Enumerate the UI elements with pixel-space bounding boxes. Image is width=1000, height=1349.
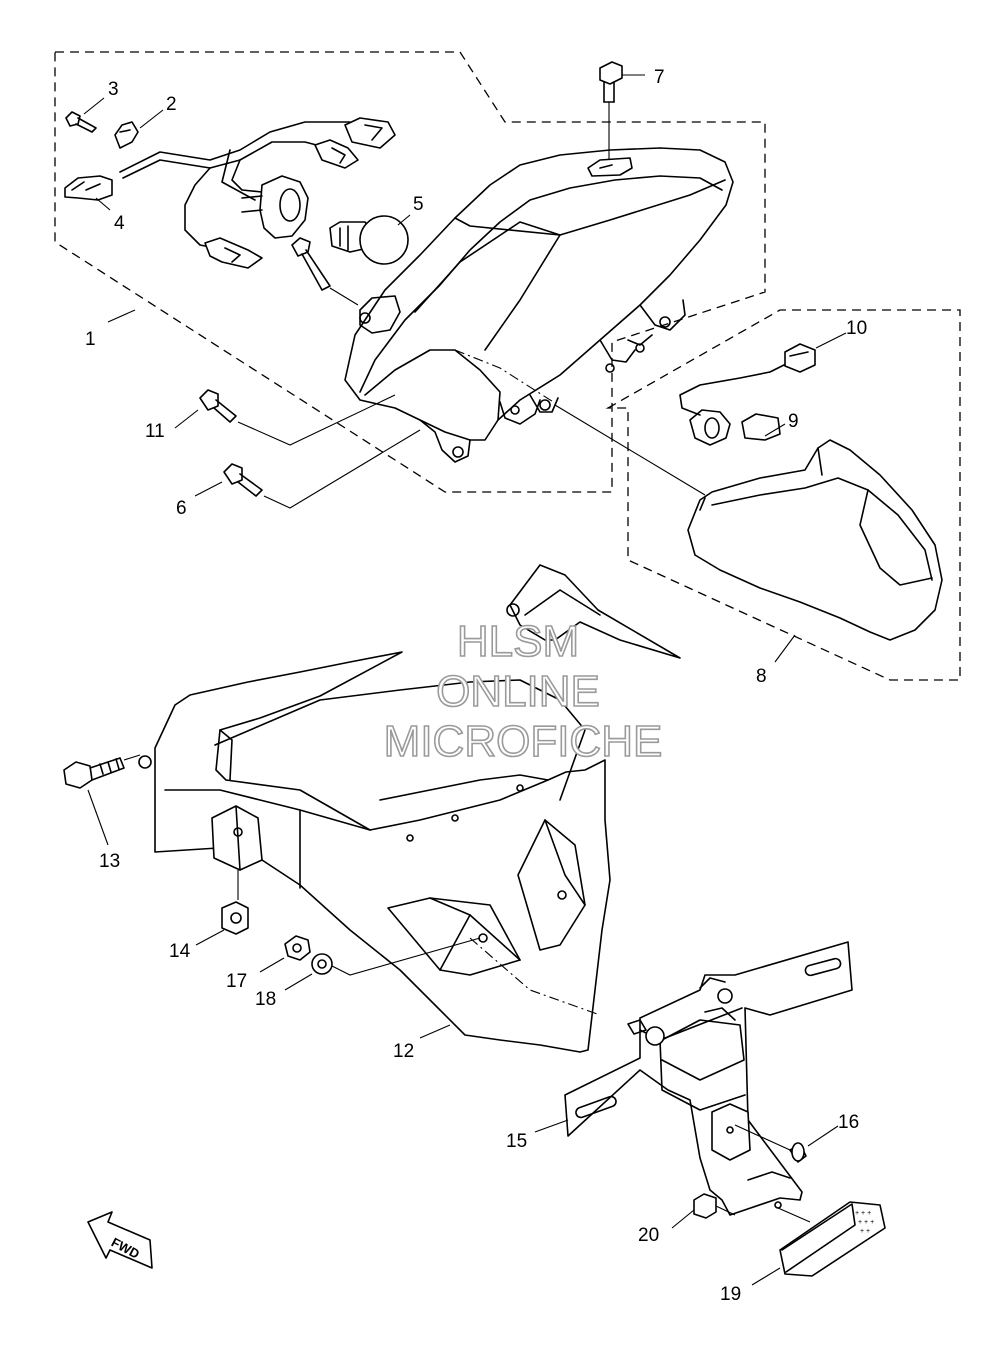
callout-10: 10 <box>846 318 867 339</box>
callout-13: 13 <box>99 851 120 872</box>
watermark: HLSM ONLINE MICROFICHE <box>383 616 663 767</box>
taillight-housing <box>344 147 734 463</box>
callout-12: 12 <box>393 1041 414 1062</box>
callout-1: 1 <box>85 329 96 350</box>
bolt-16 <box>734 1124 807 1163</box>
callout-16: 16 <box>838 1112 859 1133</box>
screw-7 <box>599 61 645 160</box>
reflector-19: + + + + + + + + <box>777 1201 886 1277</box>
license-bracket-15 <box>564 941 853 1216</box>
svg-text:+ + +: + + + <box>855 1210 871 1217</box>
callout-8: 8 <box>756 666 767 687</box>
taillight-assembly-boundary <box>54 51 766 493</box>
callout-6: 6 <box>176 498 187 519</box>
callout-15: 15 <box>506 1131 527 1152</box>
collar-18 <box>311 937 481 976</box>
callout-9: 9 <box>788 411 799 432</box>
nut-20 <box>693 1193 736 1219</box>
bolt-13 <box>63 754 152 789</box>
screw-6 <box>223 429 421 509</box>
callout-18: 18 <box>255 989 276 1010</box>
clip-nut-14 <box>221 870 249 935</box>
callout-14: 14 <box>169 941 191 962</box>
license-lens-8 <box>687 439 943 641</box>
callout-7: 7 <box>654 67 665 88</box>
callout-leaders <box>83 97 847 1286</box>
clip-2 <box>114 121 139 149</box>
callout-11: 11 <box>145 421 165 442</box>
callout-20: 20 <box>638 1225 659 1246</box>
rear-fender-12 <box>154 564 681 1053</box>
bulb-5 <box>329 215 409 265</box>
guide-line-housing <box>454 349 556 404</box>
callout-4: 4 <box>114 213 125 234</box>
callout-3: 3 <box>108 79 119 100</box>
screw-11 <box>199 389 396 446</box>
svg-text:+ + +: + + + <box>858 1219 874 1226</box>
reflector-texture: + + + + + + + + <box>855 1210 874 1235</box>
guide-line-lens <box>554 404 706 496</box>
watermark-line-3: MICROFICHE <box>384 717 663 766</box>
guide-line-bracket <box>469 937 601 1016</box>
nut-17 <box>284 935 311 961</box>
svg-text:+ +: + + <box>860 1228 870 1235</box>
forward-direction-arrow: FWD <box>87 1211 153 1269</box>
watermark-line-2: ONLINE <box>436 667 600 716</box>
housing-screw <box>291 237 359 306</box>
license-bulb-9 <box>679 343 816 446</box>
watermark-line-1: HLSM <box>457 617 579 666</box>
callout-5: 5 <box>413 194 424 215</box>
wiring-harness <box>64 117 396 269</box>
callout-2: 2 <box>166 94 177 115</box>
callout-numbers: 1 2 3 4 5 6 7 8 9 10 11 12 13 14 15 16 1… <box>85 67 867 1305</box>
license-light-boundary <box>605 309 961 681</box>
screw-3 <box>65 111 97 133</box>
callout-19: 19 <box>720 1284 741 1305</box>
callout-17: 17 <box>226 971 247 992</box>
